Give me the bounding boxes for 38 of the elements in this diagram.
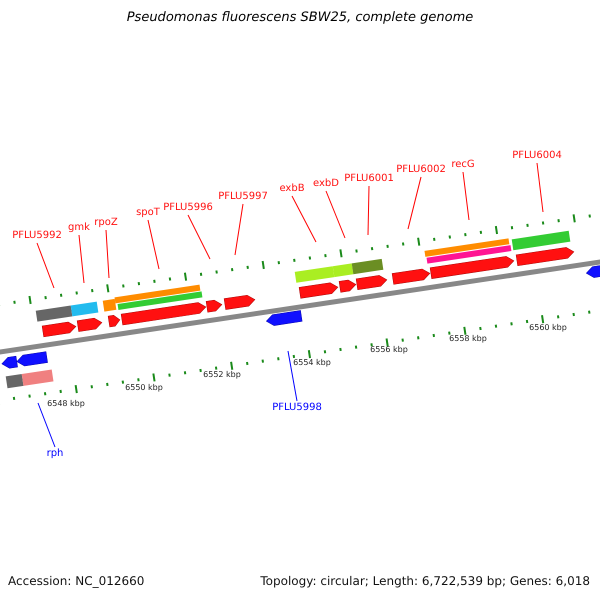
gene-label: PFLU5996 (163, 202, 213, 214)
leader-line (188, 214, 210, 260)
leader-line (408, 176, 422, 230)
gene-label: gmk (68, 222, 90, 234)
scale-label: 6556 kbp (370, 345, 408, 355)
leader-line (38, 402, 56, 448)
leader-line (462, 172, 470, 220)
gene-label: PFLU5997 (218, 191, 268, 203)
leader-line (78, 234, 84, 284)
gene-label: PFLU5992 (12, 230, 62, 242)
scale-label: 6560 kbp (529, 323, 567, 333)
gene-label: recG (451, 159, 475, 171)
footer-text: Accession: NC_012660 (8, 574, 144, 589)
scale-label: 6548 kbp (47, 399, 85, 409)
leader-line (234, 204, 244, 256)
gene-label: exbB (279, 183, 305, 195)
leader-line (292, 196, 316, 242)
leader-line (148, 220, 160, 270)
leader-line (326, 190, 346, 238)
leader-line (36, 242, 54, 288)
scale-label: 6558 kbp (449, 334, 487, 344)
gene-label: exbD (313, 178, 339, 190)
scale-label: 6554 kbp (293, 358, 331, 368)
gene-label: PFLU6001 (344, 173, 394, 185)
gene-label: rph (46, 448, 64, 460)
scale-label: 6552 kbp (203, 370, 241, 380)
title: Pseudomonas fluorescens SBW25, complete genome (126, 10, 474, 26)
leader-line (106, 230, 110, 278)
leader-line (368, 186, 370, 236)
leader-line (288, 350, 298, 402)
gene-label: PFLU5998 (272, 402, 322, 414)
leader-line (536, 162, 544, 212)
scale-label: 6550 kbp (125, 383, 163, 393)
footer-text: Topology: circular; Length: 6,722,539 bp; Genes: 6,018 (260, 574, 590, 589)
gene-label: spoT (136, 207, 160, 219)
gene-label: PFLU6002 (396, 164, 446, 176)
gene-label: rpoZ (94, 217, 118, 229)
gene-label: PFLU6004 (512, 150, 562, 162)
